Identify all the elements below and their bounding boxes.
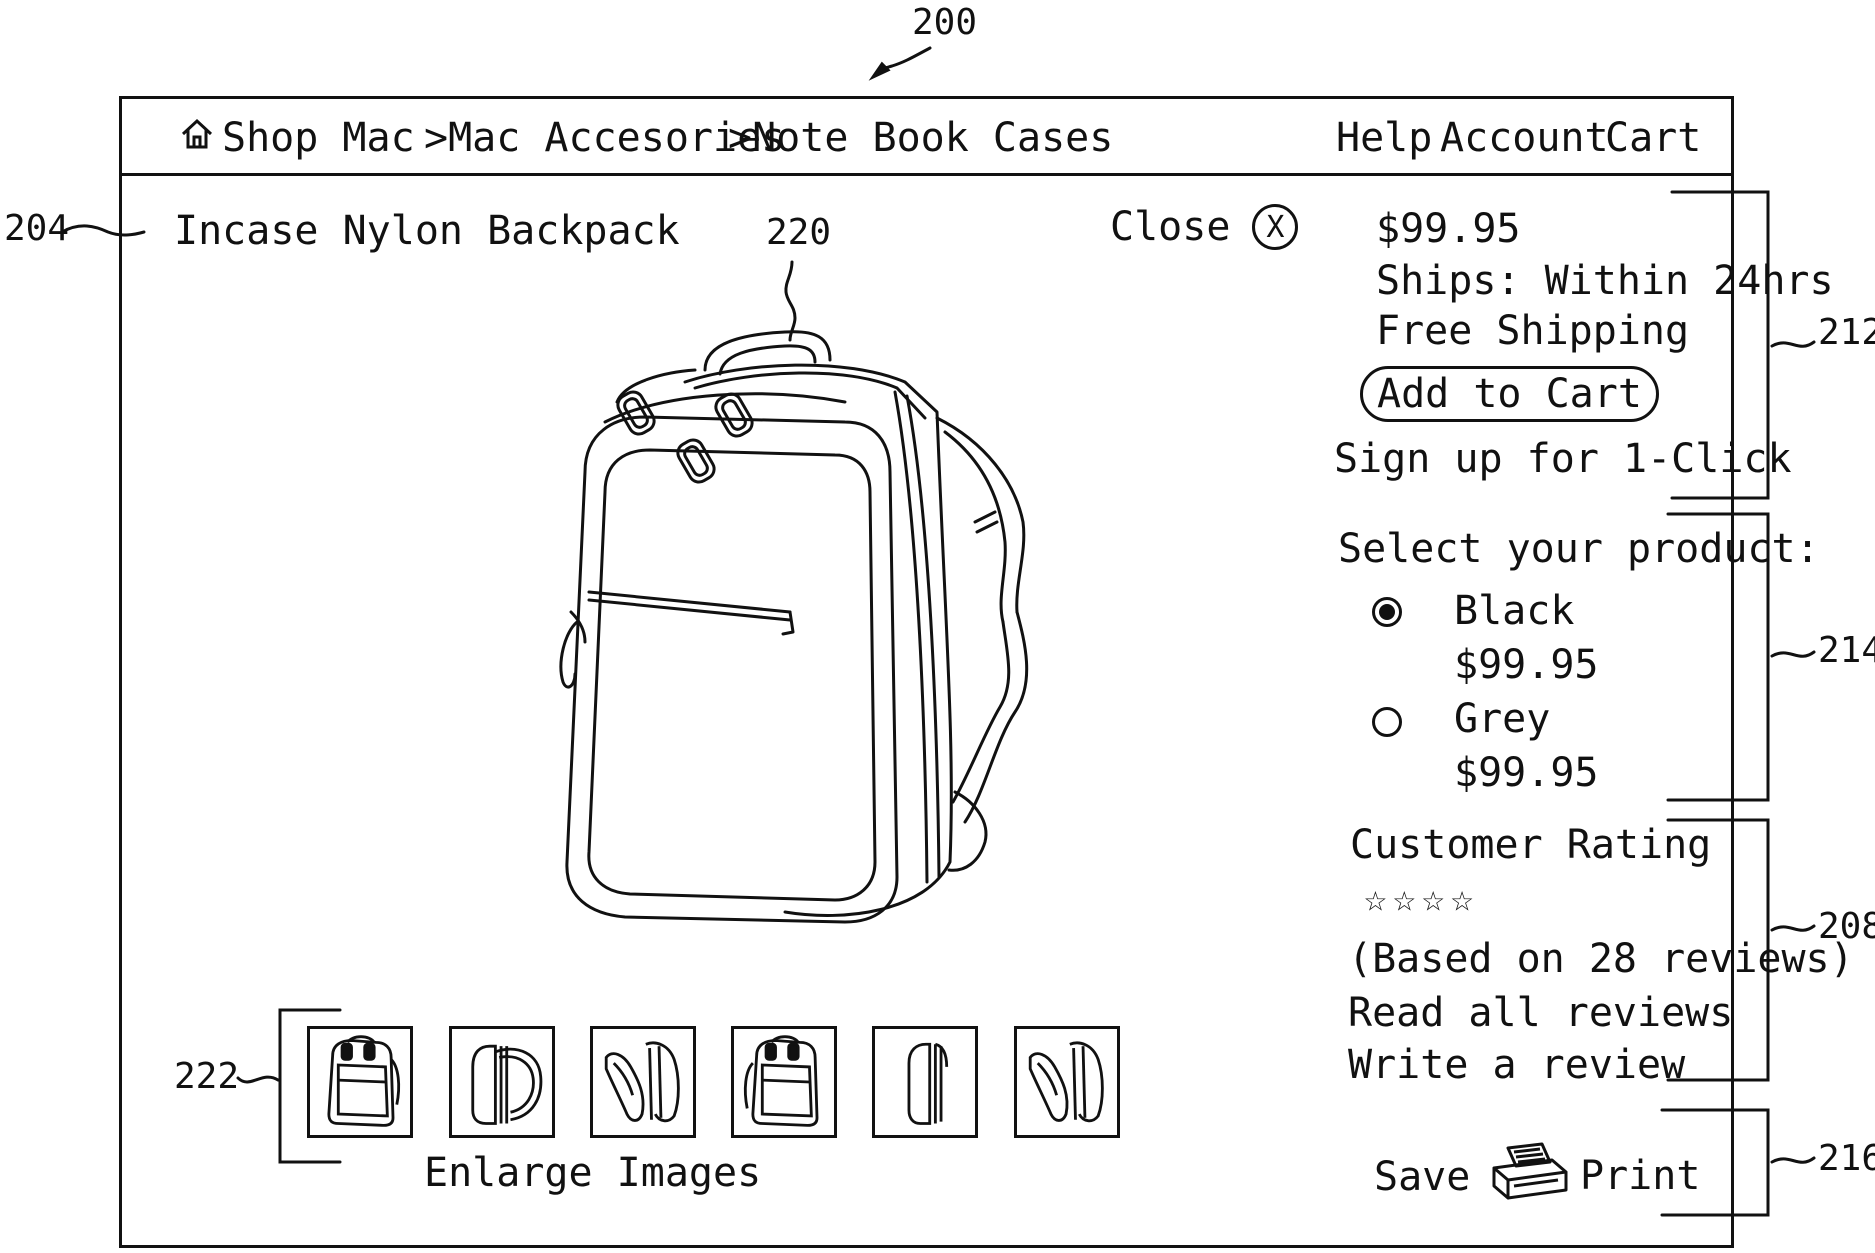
- backpack-profile-icon: [875, 1029, 975, 1135]
- thumbnail-back-2[interactable]: [1014, 1026, 1120, 1138]
- print-button[interactable]: Print: [1488, 1142, 1700, 1210]
- product-image: [545, 322, 1065, 972]
- product-price: $99.95: [1376, 206, 1521, 252]
- thumbnail-front[interactable]: [307, 1026, 413, 1138]
- ref-numeral-buy: 212: [1818, 312, 1875, 353]
- radio-black[interactable]: [1372, 597, 1402, 627]
- ref-numeral-title: 204: [4, 208, 69, 249]
- select-heading: Select your product:: [1338, 526, 1820, 572]
- product-title: Incase Nylon Backpack: [174, 208, 680, 254]
- close-button[interactable]: Close X: [1110, 204, 1298, 250]
- enlarge-images-link[interactable]: Enlarge Images: [424, 1150, 761, 1196]
- rating-heading: Customer Rating: [1350, 822, 1711, 868]
- radio-selected-dot: [1379, 604, 1395, 620]
- write-review-link[interactable]: Write a review: [1348, 1042, 1685, 1088]
- backpack-front-icon: [734, 1029, 834, 1135]
- backpack-side-icon: [452, 1029, 552, 1135]
- thumbnail-profile[interactable]: [872, 1026, 978, 1138]
- home-icon: [180, 115, 214, 161]
- cart-link[interactable]: Cart: [1605, 115, 1701, 161]
- close-icon: X: [1252, 204, 1298, 250]
- ships-info: Ships: Within 24hrs: [1376, 258, 1834, 304]
- thumbnail-back[interactable]: [590, 1026, 696, 1138]
- option-grey-price: $99.95: [1454, 750, 1599, 796]
- save-button[interactable]: Save: [1374, 1154, 1470, 1200]
- star-rating: ☆☆☆☆: [1364, 876, 1480, 920]
- printer-icon: [1488, 1142, 1570, 1210]
- shipping-info: Free Shipping: [1376, 308, 1689, 354]
- review-count: (Based on 28 reviews): [1348, 936, 1854, 982]
- help-link[interactable]: Help: [1336, 115, 1432, 161]
- breadcrumb-home[interactable]: Shop Mac: [180, 115, 415, 161]
- thumbnail-side[interactable]: [449, 1026, 555, 1138]
- read-reviews-link[interactable]: Read all reviews: [1348, 990, 1733, 1036]
- ref-numeral-actions: 216: [1818, 1138, 1875, 1179]
- option-black-price: $99.95: [1454, 642, 1599, 688]
- breadcrumb-shop-mac[interactable]: Shop Mac: [222, 115, 415, 161]
- close-label: Close: [1110, 204, 1230, 250]
- account-link[interactable]: Account: [1440, 115, 1609, 161]
- option-black-name: Black: [1454, 588, 1574, 634]
- backpack-front-icon: [310, 1029, 410, 1135]
- add-to-cart-button[interactable]: Add to Cart: [1360, 366, 1659, 422]
- backpack-straps-icon: [1017, 1029, 1117, 1135]
- print-label: Print: [1580, 1153, 1700, 1199]
- ref-numeral-main: 200: [912, 2, 977, 43]
- breadcrumb-notebook-cases[interactable]: >Note Book Cases: [728, 115, 1113, 161]
- ref-numeral-select: 214: [1818, 630, 1875, 671]
- backpack-straps-icon: [593, 1029, 693, 1135]
- nav-divider: [119, 173, 1734, 176]
- radio-grey[interactable]: [1372, 707, 1402, 737]
- thumbnail-front-2[interactable]: [731, 1026, 837, 1138]
- option-grey-name: Grey: [1454, 696, 1550, 742]
- one-click-link[interactable]: Sign up for 1-Click: [1334, 436, 1792, 482]
